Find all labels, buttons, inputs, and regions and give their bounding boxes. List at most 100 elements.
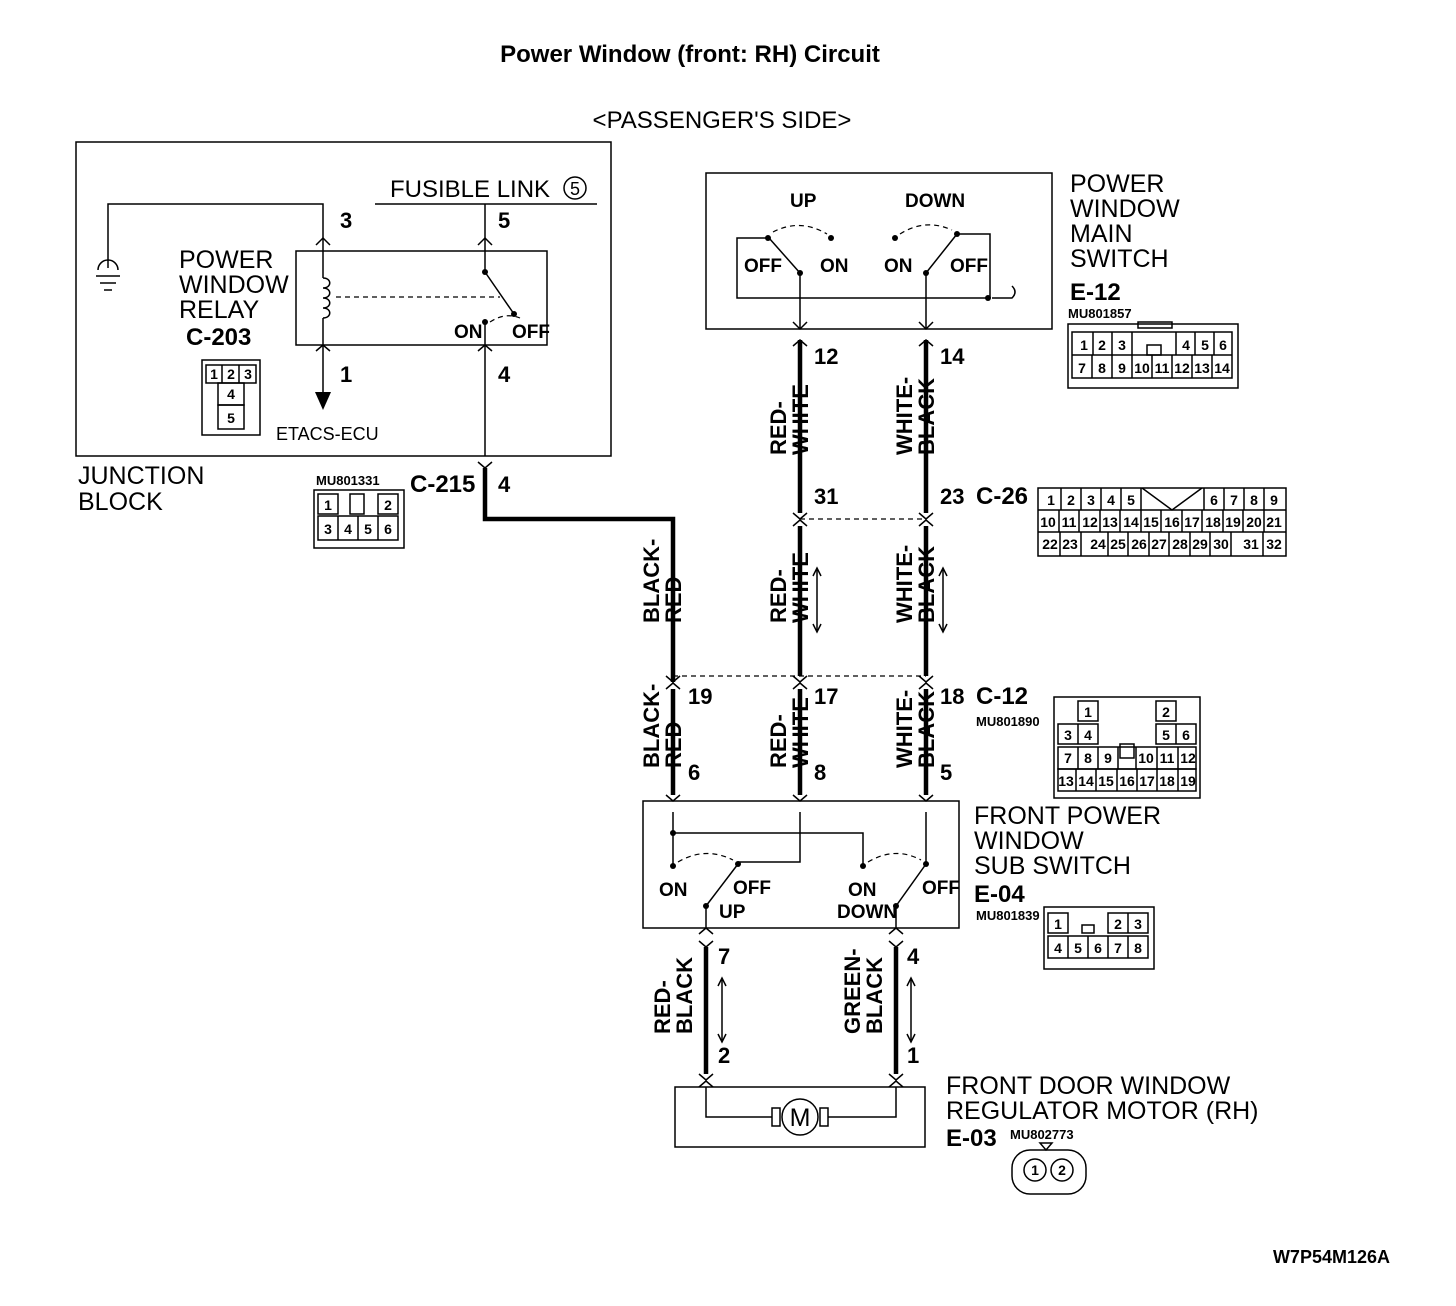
- sub-switch-label-2: WINDOW: [974, 827, 1084, 855]
- e12-grid-14: 14: [1214, 360, 1230, 376]
- wire-red-white-1-line2: WHITE: [788, 384, 813, 455]
- c26-grid-13: 13: [1102, 514, 1118, 530]
- e04-grid-4: 4: [1054, 940, 1062, 956]
- e04-connector-grid: 1 2 3 4 5 6 7 8: [1043, 906, 1155, 970]
- e04-grid-2: 2: [1114, 916, 1122, 932]
- c12-grid-10: 10: [1138, 750, 1154, 766]
- main-switch-connector: E-12: [1070, 279, 1121, 306]
- c26-grid-28: 28: [1172, 536, 1188, 552]
- relay-label-1: POWER: [179, 246, 273, 274]
- relay-pin-5: 5: [498, 208, 510, 233]
- c12-grid-5: 5: [1162, 727, 1170, 743]
- c215-connector-grid: 1 2 3 4 5 6: [313, 489, 405, 549]
- c26-grid-5: 5: [1127, 492, 1135, 508]
- power-window-relay: [295, 250, 548, 346]
- etacs-arrow-icon: [315, 392, 331, 410]
- c12-grid-4: 4: [1084, 727, 1092, 743]
- wire-black-red-1-line2: RED: [661, 577, 686, 623]
- c12-part-number: MU801890: [976, 714, 1040, 729]
- sub-switch-down: DOWN: [837, 902, 897, 923]
- c12-grid-16: 16: [1119, 773, 1135, 789]
- c12-pin-19: 19: [688, 684, 712, 709]
- c26-label: C-26: [976, 483, 1028, 510]
- relay-off-label: OFF: [512, 322, 550, 343]
- c26-grid-2: 2: [1067, 492, 1075, 508]
- motor-label-1: FRONT DOOR WINDOW: [946, 1072, 1231, 1100]
- sub-switch-off-left: OFF: [733, 878, 771, 899]
- c26-grid-14: 14: [1123, 514, 1139, 530]
- e04-grid-7: 7: [1114, 940, 1122, 956]
- main-switch-down: DOWN: [905, 191, 965, 212]
- relay-connector-code: C-203: [186, 324, 251, 351]
- c26-c12-wires: RED- WHITE WHITE- BLACK BLACK- RED: [639, 526, 948, 676]
- relay-grid-2: 2: [227, 366, 235, 382]
- sub-switch-on-right: ON: [848, 880, 877, 901]
- e12-grid-1: 1: [1080, 337, 1088, 353]
- e04-grid-5: 5: [1074, 940, 1082, 956]
- sub-switch-pin-7: 7: [718, 944, 730, 969]
- e12-grid-12: 12: [1174, 360, 1190, 376]
- c26-grid-6: 6: [1210, 492, 1218, 508]
- c26-grid-16: 16: [1164, 514, 1180, 530]
- c12-grid-13: 13: [1058, 773, 1074, 789]
- e04-grid-8: 8: [1134, 940, 1142, 956]
- motor-label-2: REGULATOR MOTOR (RH): [946, 1097, 1259, 1125]
- main-switch-label-1: POWER: [1070, 170, 1164, 198]
- fusible-link-number: 5: [570, 179, 580, 199]
- c26-grid-20: 20: [1246, 514, 1262, 530]
- main-switch-wires: 12 14 RED- WHITE WHITE- BLACK: [766, 321, 965, 513]
- sub-switch-pin-5: 5: [940, 760, 952, 785]
- relay-label-2: WINDOW: [179, 271, 289, 299]
- c12-grid-2: 2: [1162, 704, 1170, 720]
- c26-grid-27: 27: [1151, 536, 1167, 552]
- ground-icon: [96, 259, 120, 291]
- c26-grid-30: 30: [1213, 536, 1229, 552]
- junction-block-label-2: BLOCK: [78, 488, 163, 516]
- wire-red-white-3-line1: RED-: [766, 714, 791, 768]
- main-switch-pin-12: 12: [814, 344, 838, 369]
- sub-switch-pin-4: 4: [907, 944, 920, 969]
- relay-grid-5: 5: [227, 410, 235, 426]
- c26-pin-31: 31: [814, 484, 838, 509]
- e04-grid-3: 3: [1134, 916, 1142, 932]
- c12-connector-grid: [1053, 696, 1201, 799]
- sub-switch-pin-8: 8: [814, 760, 826, 785]
- wire-black-red-2-line1: BLACK-: [639, 684, 664, 768]
- subswitch-motor-wires: 7 4 RED- BLACK GREEN- BLACK 2 1: [650, 906, 920, 1088]
- relay-pin-4: 4: [498, 362, 511, 387]
- c26-grid-8: 8: [1250, 492, 1258, 508]
- motor-symbol: M: [790, 1104, 811, 1132]
- c26-grid-3: 3: [1087, 492, 1095, 508]
- relay-grid-1: 1: [210, 366, 218, 382]
- c215-grid-4: 4: [344, 521, 352, 537]
- c26-grid-26: 26: [1131, 536, 1147, 552]
- main-switch-up: UP: [790, 191, 817, 212]
- c26-grid-1: 1: [1047, 492, 1055, 508]
- c12-grid-18: 18: [1159, 773, 1175, 789]
- c215-grid-3: 3: [324, 521, 332, 537]
- c26-grid-9: 9: [1270, 492, 1278, 508]
- e03-connector-grid: 1 2: [1011, 1142, 1087, 1195]
- main-switch-label-4: SWITCH: [1070, 245, 1169, 273]
- c12-grid-17: 17: [1139, 773, 1155, 789]
- terminal-marks: [315, 236, 493, 352]
- c12-grid-19: 19: [1180, 773, 1196, 789]
- fusible-link-number-circle: [563, 176, 587, 200]
- c215-label: C-215: [410, 471, 475, 498]
- motor-pin-1: 1: [907, 1043, 919, 1068]
- e04-grid-1: 1: [1054, 916, 1062, 932]
- c26-grid-12: 12: [1082, 514, 1098, 530]
- e12-grid-8: 8: [1098, 360, 1106, 376]
- relay-coil-icon: [322, 277, 331, 319]
- wire-red-white-3-line2: WHITE: [788, 697, 813, 768]
- c12-grid-7: 7: [1064, 750, 1072, 766]
- wire-red-black-line1: RED-: [650, 980, 675, 1034]
- wire-red-white-2-line1: RED-: [766, 569, 791, 623]
- motor-icon: [781, 1098, 819, 1136]
- c26-grid-23: 23: [1062, 536, 1078, 552]
- c215-pin: 4: [498, 472, 511, 497]
- e03-grid-1: 1: [1031, 1162, 1039, 1178]
- c215-grid-5: 5: [364, 521, 372, 537]
